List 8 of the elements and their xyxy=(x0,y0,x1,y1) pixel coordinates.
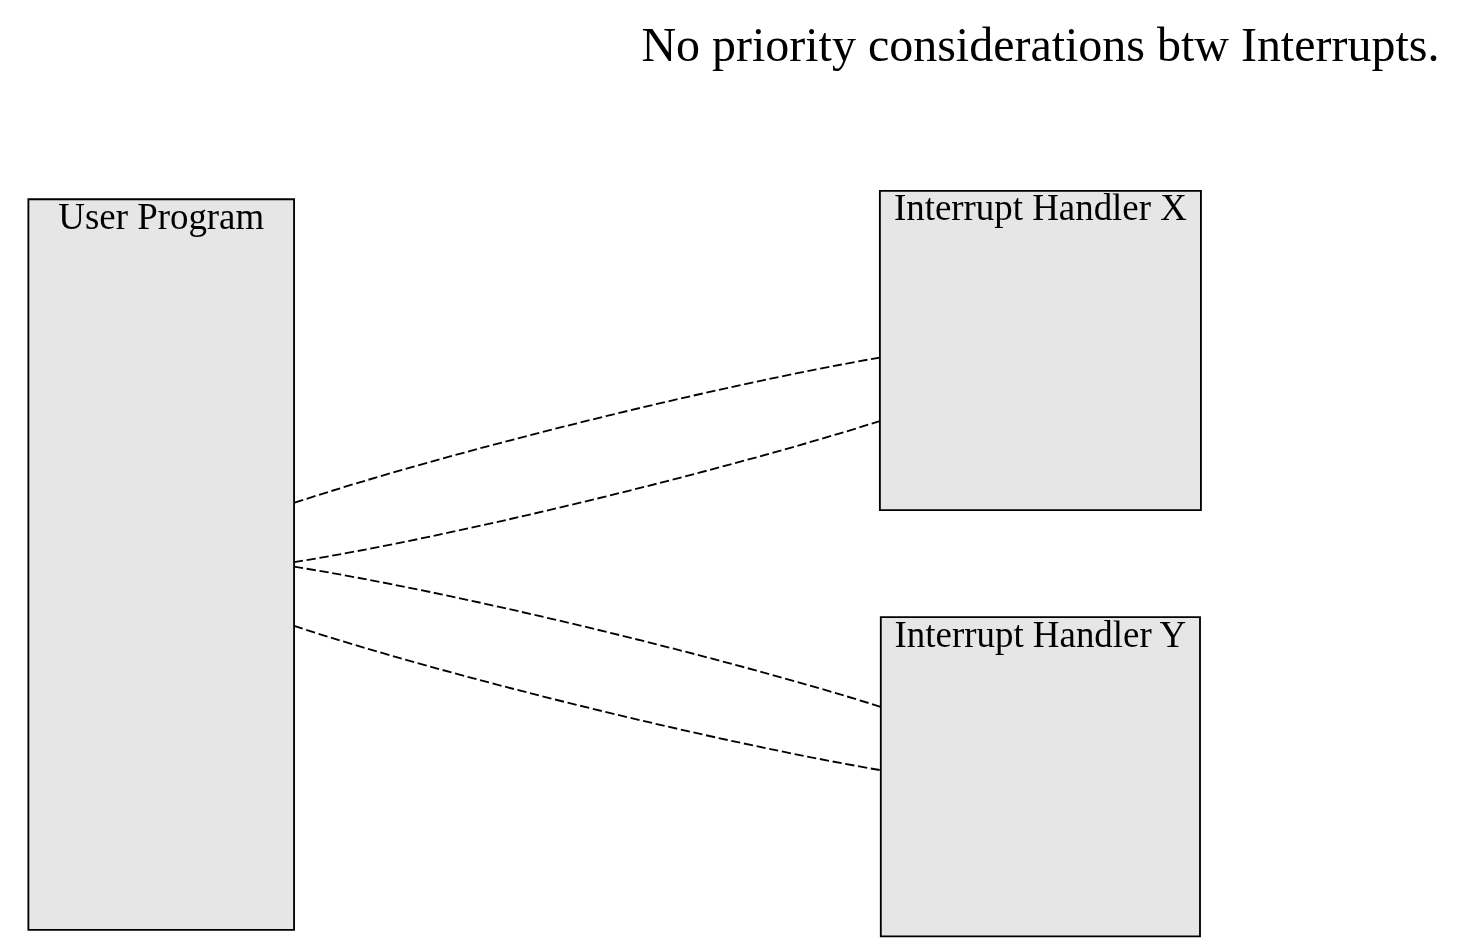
connector xyxy=(293,356,881,504)
connector xyxy=(293,565,882,708)
node-box: Interrupt Handler Y xyxy=(879,616,1201,938)
node-box: Interrupt Handler X xyxy=(878,190,1202,512)
label: No priority considerations btw Interrupts. xyxy=(641,18,1440,72)
connector xyxy=(293,625,882,772)
connector xyxy=(293,420,881,564)
node-box: User Program xyxy=(27,198,295,931)
